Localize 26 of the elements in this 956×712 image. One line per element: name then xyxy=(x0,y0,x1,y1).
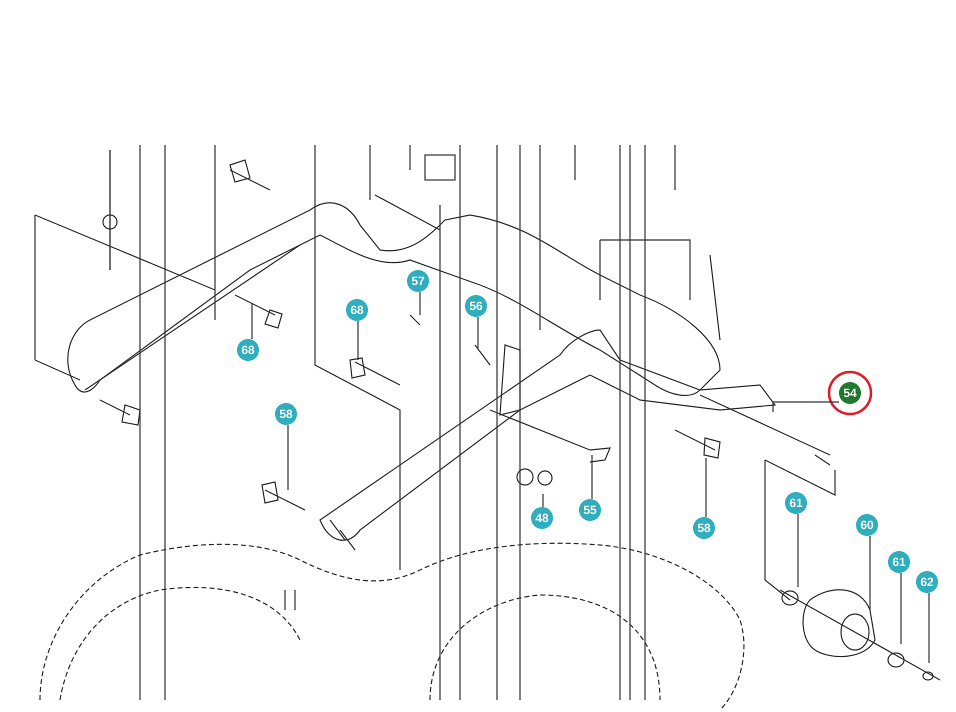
callout-number: 56 xyxy=(465,295,487,317)
leader-line xyxy=(419,292,421,315)
callout-number: 58 xyxy=(693,517,715,539)
leader-line xyxy=(705,458,707,517)
callout-number: 58 xyxy=(275,403,297,425)
leader-line xyxy=(251,303,253,339)
leader-line xyxy=(928,593,930,663)
leader-line xyxy=(772,401,839,412)
leader-line xyxy=(357,321,359,360)
callout-number: 48 xyxy=(531,507,553,529)
leader-line xyxy=(797,514,799,587)
leader-line xyxy=(287,425,289,490)
leader-line xyxy=(477,317,479,348)
callout-number: 57 xyxy=(407,270,429,292)
callout-number: 55 xyxy=(579,499,601,521)
leader-line xyxy=(542,494,544,507)
callout-number: 68 xyxy=(237,339,259,361)
callout-number: 54 xyxy=(839,382,861,404)
callout-number: 61 xyxy=(785,492,807,514)
leader-line xyxy=(591,455,593,499)
callout-number: 60 xyxy=(856,514,878,536)
callout-number: 62 xyxy=(916,571,938,593)
callout-number: 68 xyxy=(346,299,368,321)
leader-line xyxy=(900,573,902,644)
leader-line xyxy=(869,536,871,610)
callout-number: 61 xyxy=(888,551,910,573)
